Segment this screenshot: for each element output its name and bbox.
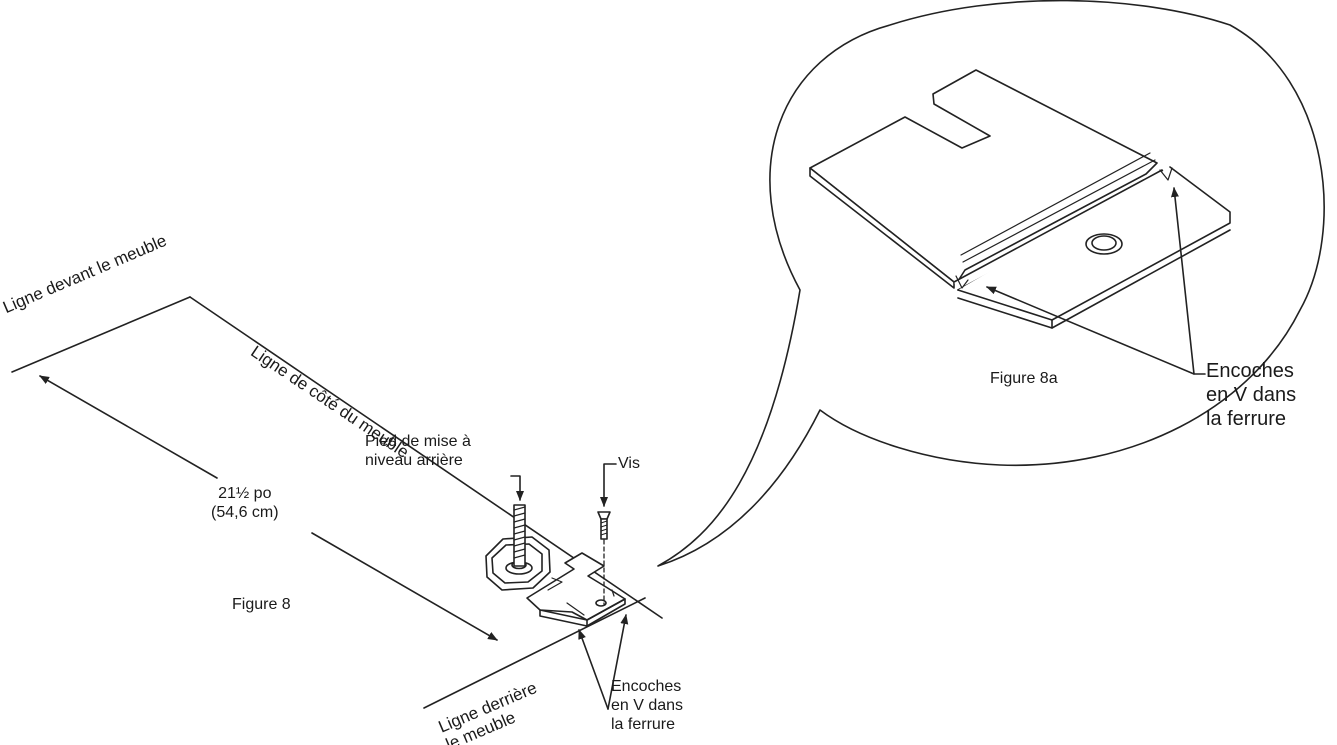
screw-leader xyxy=(600,463,617,507)
notch-arrow-large-2 xyxy=(1170,187,1195,375)
figure-8-caption: Figure 8 xyxy=(232,596,291,613)
dimension-arrow-lower xyxy=(311,532,498,641)
small-bracket xyxy=(526,552,626,627)
back-line xyxy=(423,597,646,709)
screw-label: Vis xyxy=(618,455,640,472)
figure-8a-caption: Figure 8a xyxy=(990,370,1058,387)
leveling-foot-leader xyxy=(510,475,524,501)
notch-arrow-small-2 xyxy=(607,614,629,710)
dimension-arrow-upper xyxy=(39,375,218,479)
screw xyxy=(597,511,611,605)
notches-small-label: Encoches en V dans la ferrure xyxy=(611,678,684,733)
large-bracket xyxy=(809,69,1231,329)
front-line xyxy=(11,296,191,373)
notches-large-label: Encoches en V dans la ferrure xyxy=(1206,360,1297,430)
leveling-foot-label: Pied de mise à niveau arrière xyxy=(365,433,471,469)
notch-arrow-small-1 xyxy=(578,629,609,710)
leveling-foot xyxy=(485,504,551,591)
dimension-label: 21½ po (54,6 cm) xyxy=(211,485,279,521)
